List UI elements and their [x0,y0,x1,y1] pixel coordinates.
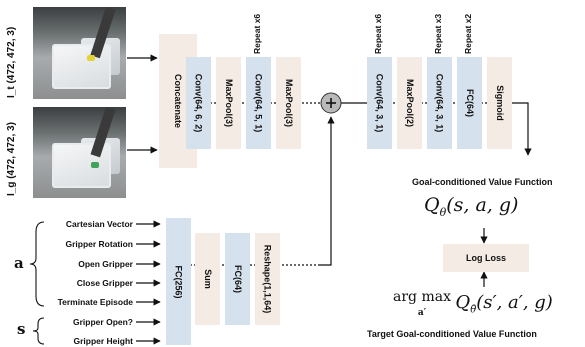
conv-layer-3: Conv(64, 3, 1) [367,57,392,149]
input-open-gripper: Open Gripper [78,259,133,269]
fc-64-bottom-layer: FC(64) [225,233,250,325]
input-gripper-rotation: Gripper Rotation [65,239,133,249]
goal-value-function-title: Goal-conditioned Value Function [412,177,553,187]
input-close-gripper: Close Gripper [76,278,133,288]
conv-layer-4: Conv(64, 3, 1) [427,57,452,149]
observation-image-current [33,7,126,99]
repeat-label-1: Repeat x6 [252,13,262,54]
state-symbol: s [17,320,26,338]
target-value-function-title: Target Goal-conditioned Value Function [367,329,537,339]
brace-s [32,317,45,345]
brace-a [29,221,45,307]
input-gripper-height: Gripper Height [73,336,133,346]
fc-256-layer: FC(256) [166,218,191,345]
repeat-label-3: Repeat x3 [433,13,443,54]
conv-layer-1: Conv(64, 6, 2) [186,57,211,149]
maxpool-layer-1: MaxPool(3) [216,57,241,149]
conv-layer-2: Conv(64, 5, 1) [246,57,271,149]
log-loss-box: Log Loss [443,244,529,272]
image-top-label: I_t (472, 472, 3) [6,26,17,98]
input-cartesian-vector: Cartesian Vector [65,219,133,229]
arrow-sigmoid-to-q [512,102,532,156]
input-gripper-open: Gripper Open? [73,317,133,327]
fc-layer-top: FC(64) [457,57,482,149]
sum-layer: Sum [195,233,220,325]
goal-value-function-formula: Qθ(s, a, g) [424,194,519,219]
reshape-layer: Reshape(1,1,64) [255,233,280,325]
maxpool-layer-2: MaxPool(3) [276,57,301,149]
input-terminate-episode: Terminate Episode [57,297,133,307]
repeat-label-2: Repeat x6 [373,13,383,54]
action-symbol: a [14,254,24,272]
observation-image-goal [33,107,126,198]
image-bottom-label: I_g (472, 472, 3) [6,122,17,196]
repeat-label-4: Repeat x2 [463,13,473,54]
maxpool-layer-3: MaxPool(2) [397,57,422,149]
arrow-reshape-to-plus [320,116,335,266]
sigmoid-layer: Sigmoid [487,57,512,149]
